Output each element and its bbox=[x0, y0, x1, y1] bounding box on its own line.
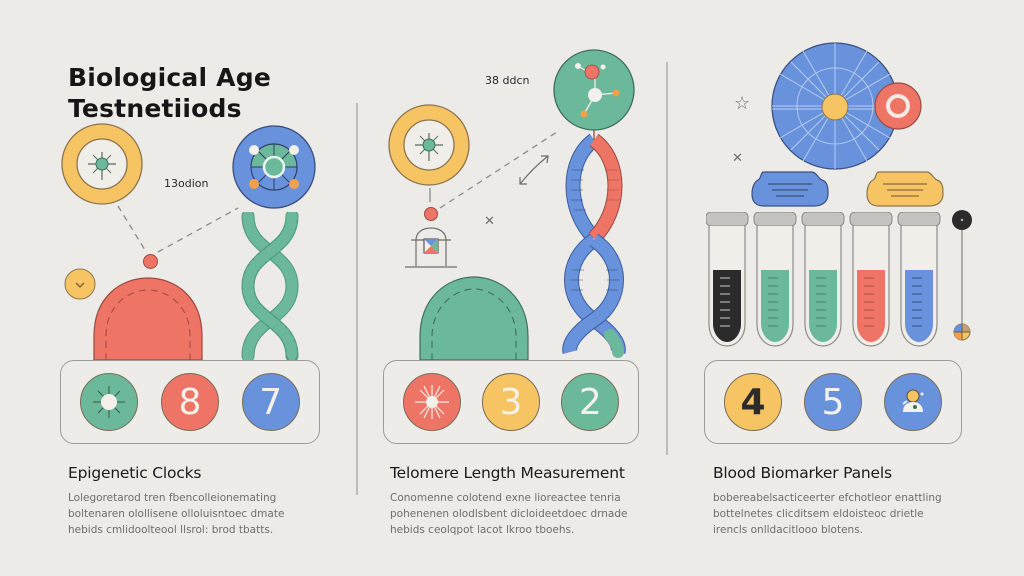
dome-icon bbox=[93, 277, 203, 360]
test-tube-icon bbox=[849, 212, 893, 347]
badge-row: 3 2 bbox=[383, 360, 639, 444]
test-tube-icon bbox=[801, 212, 845, 347]
number-badge-5: 5 bbox=[804, 373, 862, 431]
close-icon: ✕ bbox=[732, 150, 743, 165]
note-cloud-icon bbox=[866, 171, 944, 207]
cell-network-icon bbox=[232, 125, 316, 209]
number-badge-2: 2 bbox=[561, 373, 620, 431]
page-title-line1: Biological Age bbox=[68, 63, 271, 92]
check-icon bbox=[64, 268, 96, 300]
note-cloud-icon bbox=[751, 171, 829, 207]
number-badge-8: 8 bbox=[160, 373, 219, 431]
test-tube-icon bbox=[897, 212, 941, 347]
person-badge bbox=[884, 373, 942, 431]
person-icon bbox=[902, 389, 924, 412]
section-description: Lolegoretarod tren fbencolleionemating b… bbox=[68, 492, 285, 536]
dna-helix-icon bbox=[562, 130, 626, 358]
virus-badge bbox=[80, 373, 139, 431]
section-heading: Epigenetic Clocks bbox=[68, 464, 202, 482]
floating-label: 13odion bbox=[164, 177, 209, 190]
number-badge-3: 3 bbox=[481, 373, 540, 431]
molecule-icon bbox=[553, 49, 635, 131]
badge-row: 8 7 bbox=[60, 360, 320, 444]
target-cell-icon bbox=[61, 123, 143, 205]
section-description: bobereabelsacticeerter efchotleor enattl… bbox=[713, 492, 942, 536]
star-icon: ☆ bbox=[734, 93, 751, 113]
section-heading: Telomere Length Measurement bbox=[390, 464, 625, 482]
burst-icon bbox=[414, 385, 449, 419]
burst-badge bbox=[402, 373, 461, 431]
lab-device-icon bbox=[405, 227, 457, 268]
node-dot bbox=[143, 254, 158, 269]
node-dot bbox=[424, 207, 438, 221]
section-heading: Blood Biomarker Panels bbox=[713, 464, 892, 482]
test-tube-icon bbox=[706, 212, 749, 347]
test-tube-icon bbox=[753, 212, 797, 347]
page-title: Biological Age Testnetiiods bbox=[68, 62, 271, 124]
dashed-connector bbox=[429, 129, 561, 209]
ring-icon bbox=[874, 82, 922, 130]
dashed-connector bbox=[117, 205, 239, 253]
arrow-double-icon bbox=[519, 155, 549, 185]
dome-icon bbox=[419, 276, 529, 360]
number-badge-4: 4 bbox=[724, 373, 782, 431]
column-divider-1 bbox=[356, 103, 358, 495]
number-badge-7: 7 bbox=[241, 373, 300, 431]
target-cell-icon bbox=[388, 104, 470, 186]
floating-label: 38 ddcn bbox=[485, 74, 530, 87]
slider-icon[interactable] bbox=[950, 208, 974, 344]
page-title-line2: Testnetiiods bbox=[68, 94, 242, 123]
virus-icon bbox=[93, 386, 126, 418]
section-description: Conomenne colotend exne lioreactee tenri… bbox=[390, 492, 628, 536]
test-tube-rack bbox=[706, 212, 941, 347]
column-divider-2 bbox=[666, 62, 668, 455]
double-helix-icon bbox=[241, 212, 299, 360]
close-icon: ✕ bbox=[484, 213, 495, 228]
badge-row: 4 5 bbox=[704, 360, 962, 444]
